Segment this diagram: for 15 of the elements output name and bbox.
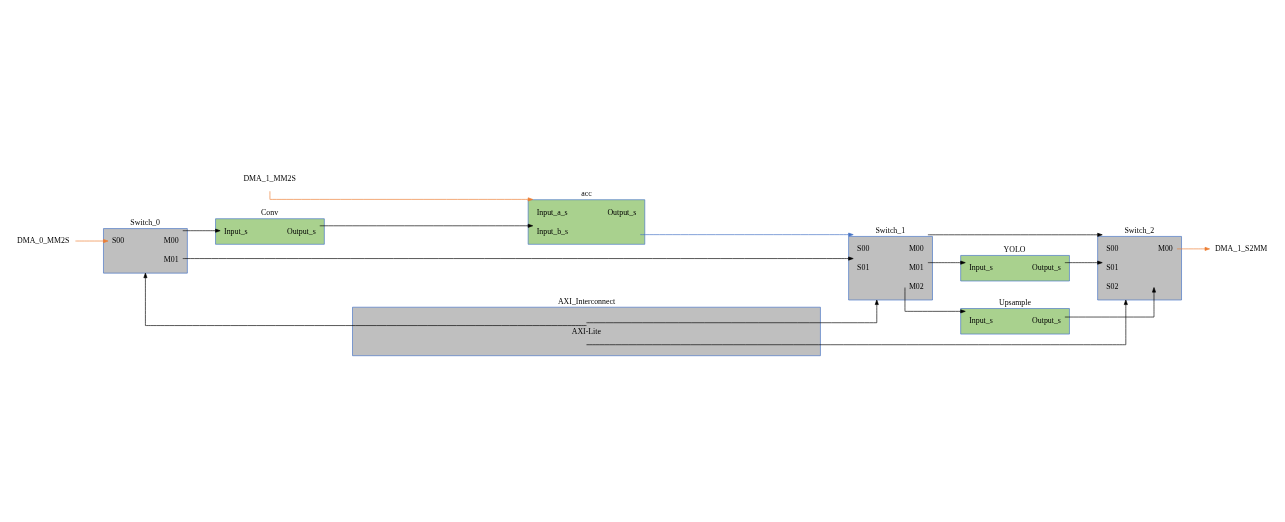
arrow (927, 232, 1103, 237)
arrow (143, 272, 587, 326)
arrow (927, 260, 966, 265)
arrow (586, 299, 879, 323)
arrow (1064, 286, 1156, 317)
arrow (904, 286, 966, 313)
arrow (182, 228, 221, 233)
arrow (1176, 246, 1210, 251)
arrow (1064, 260, 1103, 265)
arrow (75, 238, 109, 243)
arrow (639, 232, 854, 237)
arrow (182, 256, 854, 260)
arrow (586, 299, 1128, 345)
arrow (269, 190, 534, 201)
arrow (319, 223, 534, 228)
